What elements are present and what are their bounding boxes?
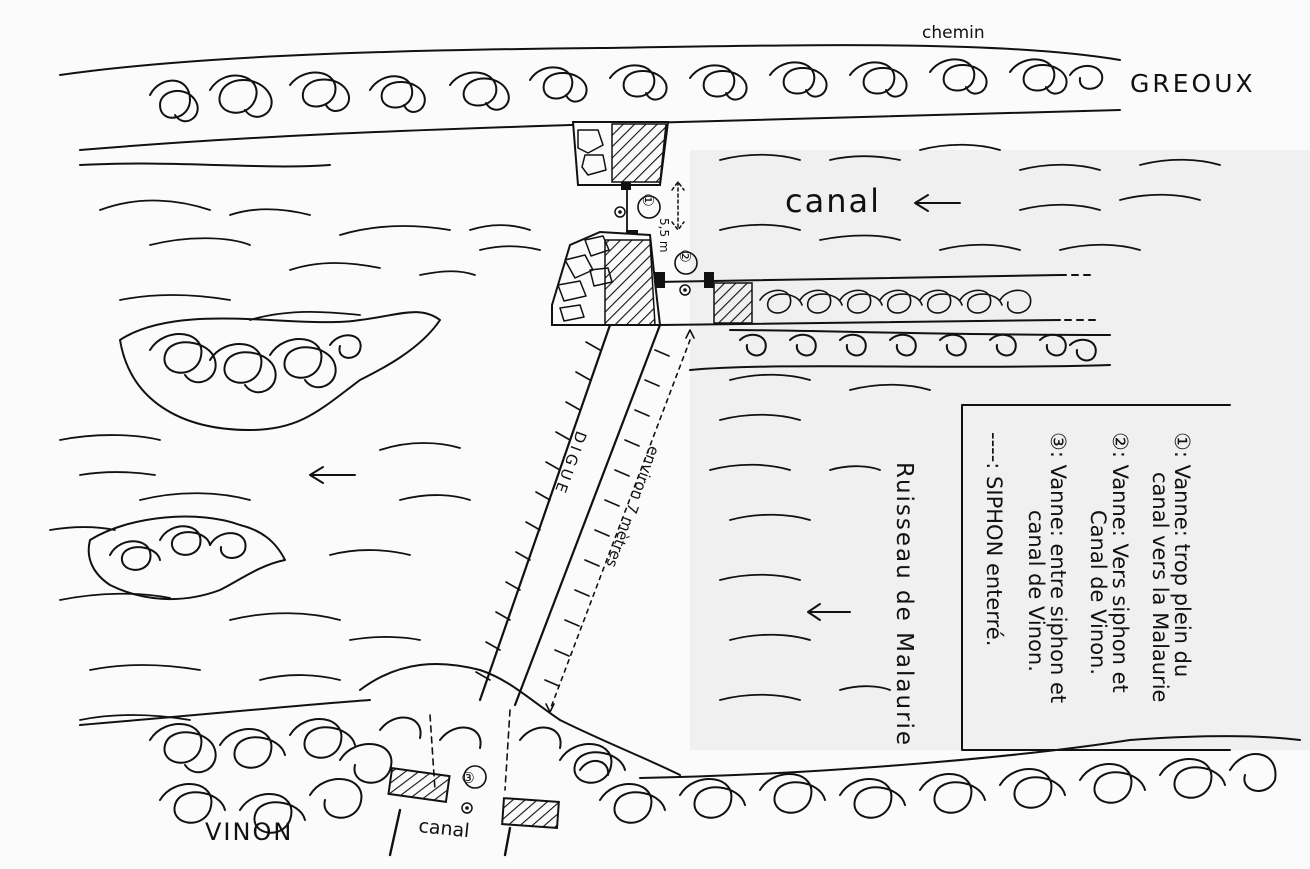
label-canal-bottom: canal — [417, 815, 470, 842]
distance-arrow-icon — [671, 181, 685, 231]
marker-1: ① — [639, 193, 657, 206]
upper-structure — [571, 121, 670, 238]
legend-line-3a: ③: Vanne: entre siphon et — [1046, 432, 1070, 703]
label-chemin: chemin — [922, 23, 985, 43]
flow-arrow-icon — [309, 466, 356, 484]
legend-line-1b: canal vers la Malaurie — [1148, 472, 1172, 702]
legend-box — [961, 404, 1231, 751]
top-vegetation — [149, 58, 1104, 123]
island-lower — [87, 515, 286, 600]
marker-3: ③ — [461, 769, 474, 787]
label-ruisseau: Ruisseau de Malaurie — [891, 462, 917, 747]
bottom-bank — [79, 663, 1301, 834]
legend-line-1a: ①: Vanne: trop plein du — [1170, 432, 1194, 677]
top-bank — [59, 44, 1121, 168]
lower-structure — [387, 709, 560, 857]
label-gap: 5,5 m — [657, 218, 671, 253]
marker-2: ② — [676, 249, 694, 262]
flow-arrow-icon — [807, 603, 851, 621]
legend-line-2b: Canal de Vinon. — [1086, 510, 1110, 675]
flow-arrow-icon — [914, 194, 961, 212]
label-greoux: GREOUX — [1130, 69, 1256, 98]
dike — [475, 323, 695, 713]
legend-line-2a: ②: Vanne: Vers siphon et — [1108, 432, 1132, 693]
label-canal-main: canal — [785, 182, 881, 220]
shaded-area — [690, 150, 1310, 750]
legend: ①: Vanne: trop plein du canal vers la Ma… — [982, 432, 1194, 703]
middle-channel-banks — [689, 329, 1111, 371]
flow-arrows — [309, 181, 961, 621]
island-upper — [119, 311, 441, 431]
label-distance: environ 7 mètres — [602, 444, 663, 571]
marker-circles — [463, 195, 698, 789]
legend-line-3b: canal de Vinon. — [1024, 510, 1048, 672]
label-digue: DIGUE — [550, 429, 590, 499]
label-vinon: VINON — [205, 818, 293, 846]
middle-structure — [551, 230, 1096, 326]
legend-line-4: ----: SIPHON enterré. — [982, 432, 1006, 646]
